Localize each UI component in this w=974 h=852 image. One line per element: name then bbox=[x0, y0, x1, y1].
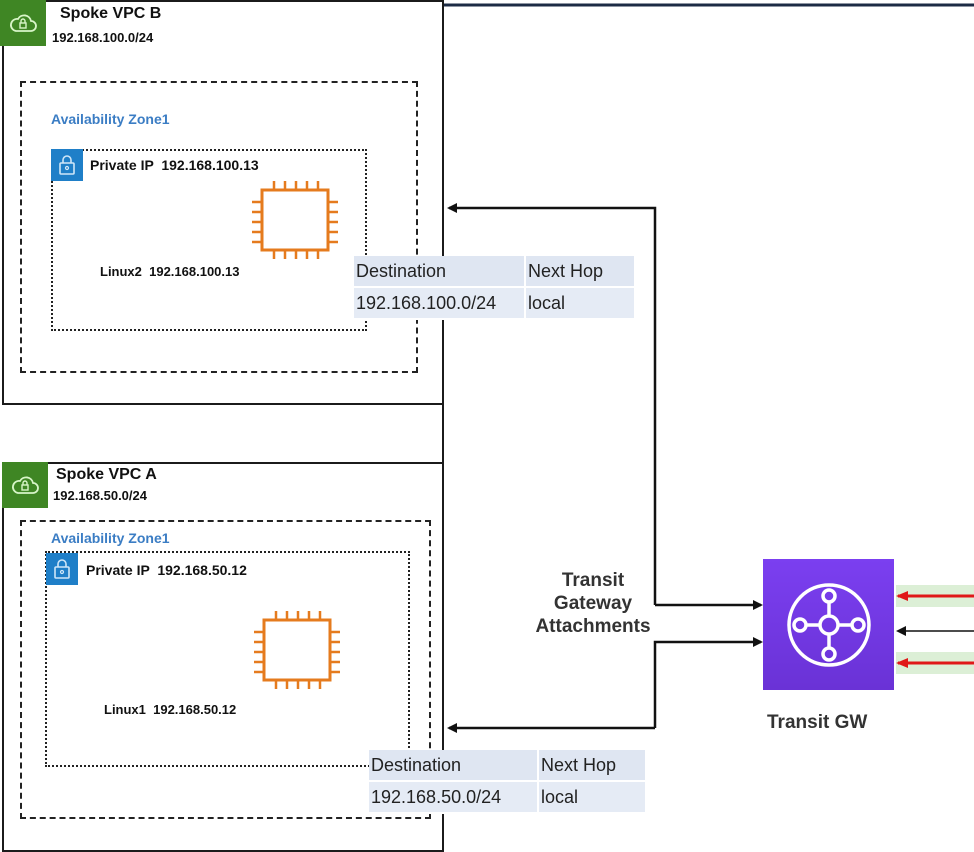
route-table-header-next-hop: Next Hop bbox=[525, 256, 636, 288]
private-subnet-lock-icon bbox=[46, 553, 78, 585]
route-destination: 192.168.50.0/24 bbox=[369, 781, 539, 814]
route-destination: 192.168.100.0/24 bbox=[354, 287, 526, 320]
route-next-hop: local bbox=[525, 287, 636, 320]
vpc-cloud-lock-icon bbox=[2, 462, 48, 508]
vpc-a-private-subnet bbox=[45, 551, 410, 767]
route-next-hop: local bbox=[538, 781, 647, 814]
route-table-header-next-hop: Next Hop bbox=[538, 750, 647, 782]
attachments-label-line1: Transit bbox=[561, 570, 625, 591]
attachments-label-line3: Attachments bbox=[535, 616, 651, 637]
transit-gateway-attachments-label: Transit Gateway Attachments bbox=[508, 569, 678, 638]
vpc-b-route-table: Destination Next Hop 192.168.100.0/24 lo… bbox=[354, 256, 636, 320]
transit-gateway-hub-icon[interactable] bbox=[763, 559, 894, 690]
transit-gateway-name: Transit GW bbox=[767, 712, 868, 733]
vpc-b-az-label: Availability Zone1 bbox=[51, 111, 170, 127]
vpc-a-title: Spoke VPC A bbox=[56, 466, 157, 483]
vpc-b-subnet-label: Private IP 192.168.100.13 bbox=[90, 157, 259, 173]
route-table-header-row: Destination Next Hop bbox=[369, 750, 647, 782]
vpc-b-private-subnet bbox=[51, 149, 367, 331]
vpc-b-cidr: 192.168.100.0/24 bbox=[52, 30, 154, 45]
spoke-vpc-b bbox=[2, 0, 444, 405]
vpc-a-cidr: 192.168.50.0/24 bbox=[53, 488, 147, 503]
vpc-cloud-lock-icon bbox=[0, 0, 46, 46]
ec2-instance-chip-icon bbox=[250, 608, 344, 697]
attachment-arrow-to-tgw-lower bbox=[653, 637, 763, 728]
vpc-a-instance-label: Linux1 192.168.50.12 bbox=[104, 702, 237, 717]
vpc-b-instance-label: Linux2 192.168.100.13 bbox=[100, 264, 240, 279]
ec2-instance-chip-icon bbox=[248, 178, 342, 267]
vpc-a-az-label: Availability Zone1 bbox=[51, 530, 170, 546]
vpc-a-route-table: Destination Next Hop 192.168.50.0/24 loc… bbox=[369, 750, 647, 814]
attachments-label-line2: Gateway bbox=[553, 593, 633, 614]
private-subnet-lock-icon bbox=[51, 149, 83, 181]
route-table-row: 192.168.100.0/24 local bbox=[354, 287, 636, 320]
route-table-row: 192.168.50.0/24 local bbox=[369, 781, 647, 814]
vpc-a-availability-zone bbox=[20, 520, 431, 819]
vpc-b-title: Spoke VPC B bbox=[60, 5, 162, 22]
route-table-header-destination: Destination bbox=[354, 256, 526, 288]
attachment-arrow-vpc-b bbox=[447, 203, 657, 605]
route-table-header-row: Destination Next Hop bbox=[354, 256, 636, 288]
route-table-header-destination: Destination bbox=[369, 750, 539, 782]
vpc-a-subnet-label: Private IP 192.168.50.12 bbox=[86, 562, 247, 578]
vpc-b-availability-zone bbox=[20, 81, 418, 373]
vpc-a-subnet-bottom-edge bbox=[45, 765, 370, 767]
